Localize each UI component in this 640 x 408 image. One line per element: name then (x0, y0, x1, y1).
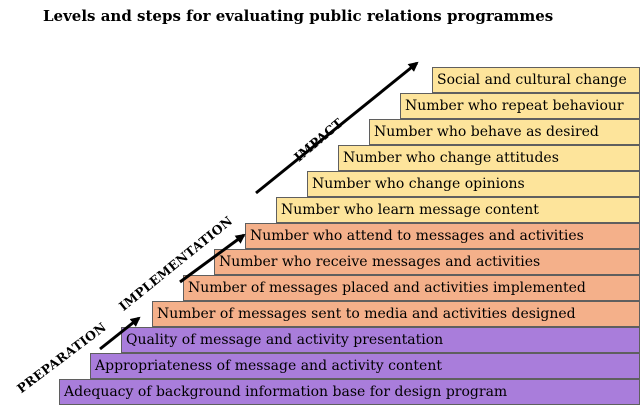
diagram-title: Levels and steps for evaluating public r… (43, 7, 554, 25)
step-background-information: Adequacy of background information base … (59, 379, 640, 405)
step-presentation-quality: Quality of message and activity presenta… (121, 327, 640, 353)
step-attend-to-messages: Number who attend to messages and activi… (245, 223, 640, 249)
impact-arrow (255, 61, 419, 195)
step-behave-as-desired: Number who behave as desired (369, 119, 640, 145)
preparation-arrow (99, 316, 141, 351)
step-content-appropriateness: Appropriateness of message and activity … (90, 353, 640, 379)
step-messages-placed: Number of messages placed and activities… (183, 275, 640, 301)
implementation-arrow (179, 233, 246, 284)
step-change-attitudes: Number who change attitudes (338, 145, 640, 171)
step-learn-message-content: Number who learn message content (276, 197, 640, 223)
step-change-opinions: Number who change opinions (307, 171, 640, 197)
step-messages-sent: Number of messages sent to media and act… (152, 301, 640, 327)
step-receive-messages: Number who receive messages and activiti… (214, 249, 640, 275)
